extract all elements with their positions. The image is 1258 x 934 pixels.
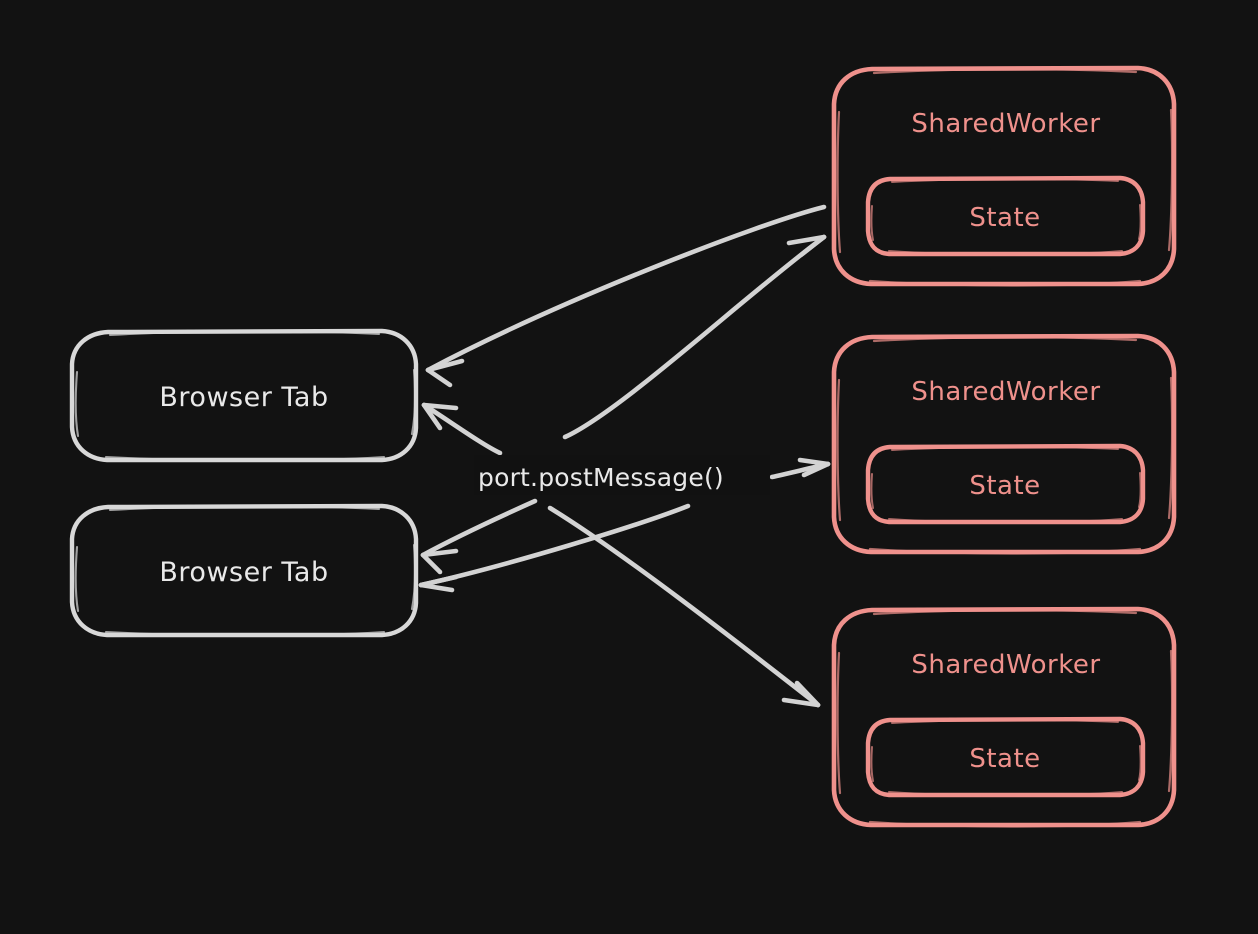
shared-worker-2-label: SharedWorker xyxy=(911,377,1100,407)
browser-tab-2-label: Browser Tab xyxy=(159,557,328,588)
edge-tab-to-worker3[interactable] xyxy=(547,505,821,708)
port-post-message-label[interactable]: port.postMessage() xyxy=(474,455,770,495)
state-3-label: State xyxy=(969,744,1040,774)
state-2-outline-sketch xyxy=(870,445,1142,524)
shared-worker-3-label: SharedWorker xyxy=(911,650,1100,680)
state-3[interactable]: State xyxy=(865,716,1146,798)
state-2[interactable]: State xyxy=(865,443,1146,525)
browser-tab-2[interactable]: Browser Tab xyxy=(69,503,419,638)
state-1[interactable]: State xyxy=(865,175,1146,257)
shared-worker-1[interactable]: SharedWorker State xyxy=(831,65,1177,287)
edge-worker1-to-tab1[interactable] xyxy=(425,204,827,388)
shared-worker-2[interactable]: SharedWorker State xyxy=(831,333,1177,555)
shared-worker-1-label: SharedWorker xyxy=(911,109,1100,139)
browser-tab-1-label: Browser Tab xyxy=(159,382,328,413)
edge-label-text: port.postMessage() xyxy=(478,463,724,492)
browser-tab-1-outline-sketch xyxy=(74,330,417,462)
edge-label-backdrop xyxy=(474,455,770,495)
edge-worker2-to-tab2[interactable] xyxy=(418,503,691,593)
state-3-outline xyxy=(865,716,1146,798)
state-1-label: State xyxy=(969,203,1040,233)
state-2-outline xyxy=(865,443,1146,525)
shared-worker-1-outline xyxy=(831,65,1177,287)
edge-label-to-worker2[interactable] xyxy=(769,457,831,480)
state-3-outline-sketch xyxy=(870,718,1142,797)
shared-worker-1-outline-sketch xyxy=(836,68,1174,287)
shared-worker-2-outline xyxy=(831,333,1177,555)
browser-tab-1-outline xyxy=(69,328,419,463)
edge-label-to-tab1[interactable] xyxy=(421,402,503,456)
browser-tab-1[interactable]: Browser Tab xyxy=(69,328,419,463)
state-1-outline-sketch xyxy=(870,177,1142,256)
shared-worker-3-outline xyxy=(831,606,1177,828)
edges-layer xyxy=(418,204,831,708)
edge-label-to-worker1[interactable] xyxy=(562,234,827,440)
shared-worker-3[interactable]: SharedWorker State xyxy=(831,606,1177,828)
edge-label-to-tab2-upper[interactable] xyxy=(420,498,538,575)
shared-worker-3-outline-sketch xyxy=(836,609,1174,828)
state-2-label: State xyxy=(969,471,1040,501)
shared-worker-2-outline-sketch xyxy=(836,336,1174,555)
browser-tab-2-outline-sketch xyxy=(74,505,417,637)
browser-tab-2-outline xyxy=(69,503,419,638)
state-1-outline xyxy=(865,175,1146,257)
